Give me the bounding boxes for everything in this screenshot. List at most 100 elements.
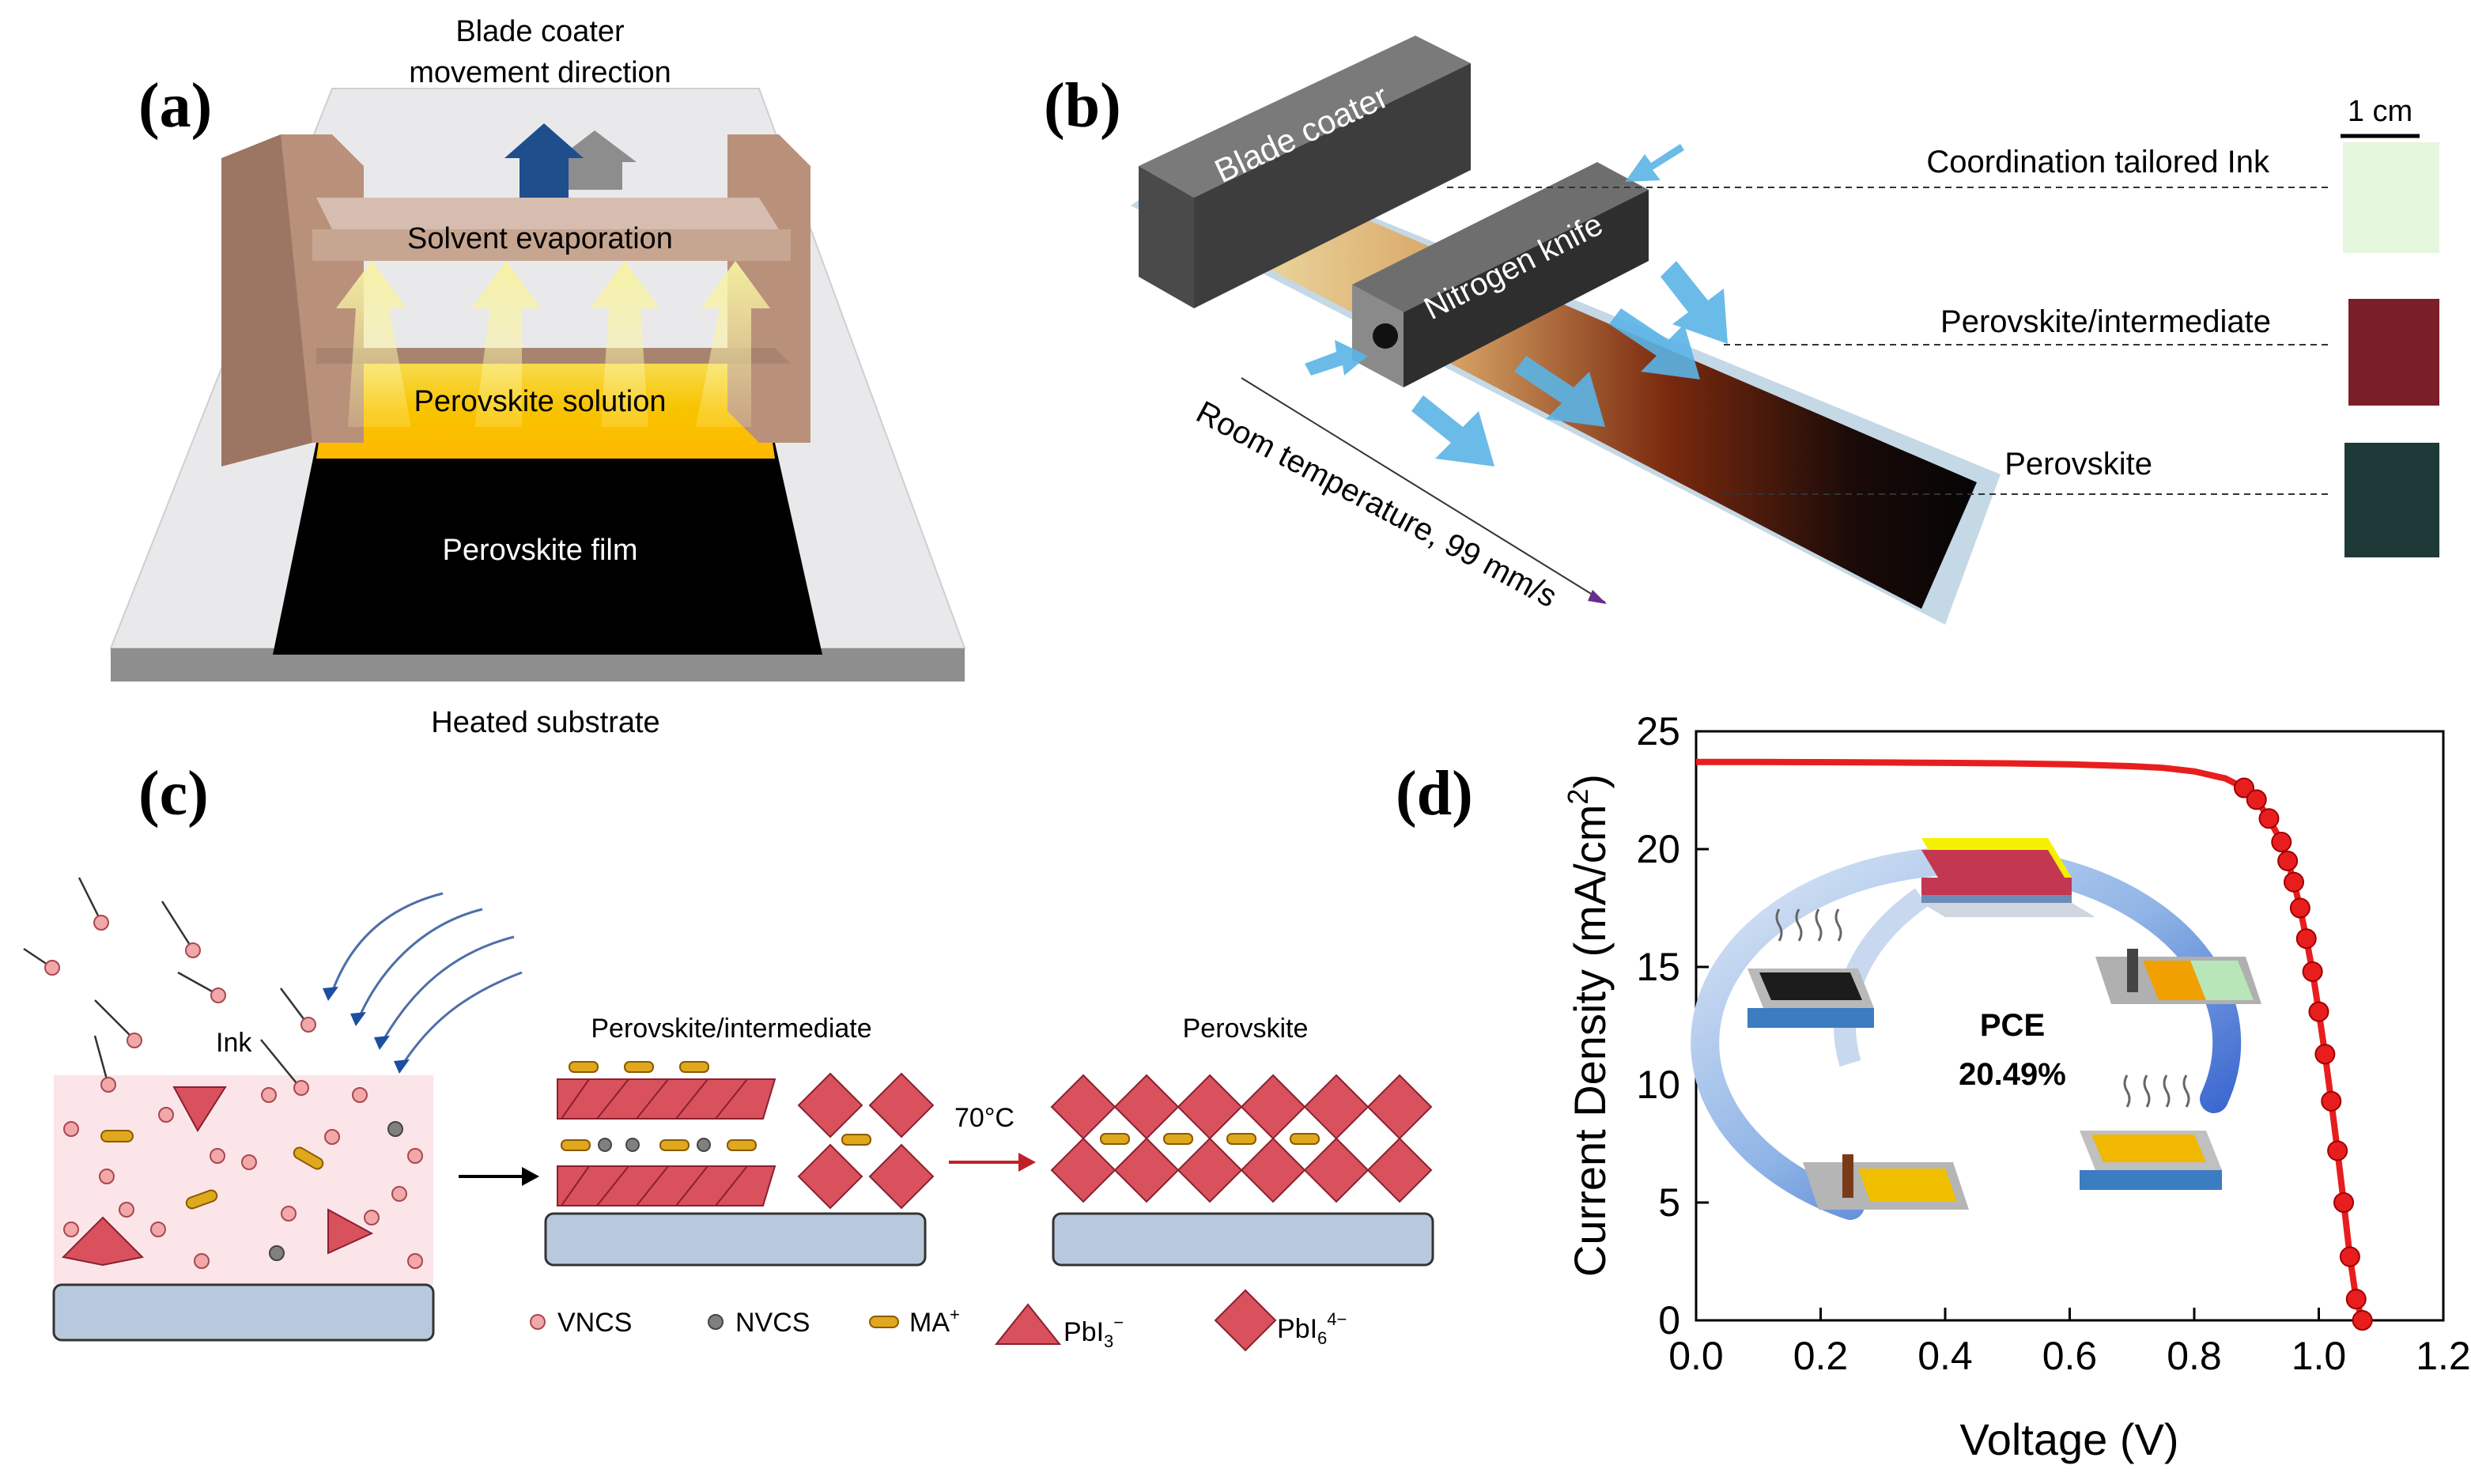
- jv-data-point: [2234, 777, 2254, 799]
- blade-lower-bar: [316, 348, 791, 364]
- jv-series-line: [1696, 758, 2366, 1322]
- vncs-legend-icon: [530, 1314, 546, 1330]
- jv-data-point: [2352, 1310, 2373, 1331]
- nitrogen-knife-side: [1404, 190, 1649, 387]
- annealing-arrow-head-icon: [1018, 1153, 1036, 1172]
- y-tick-label: 5: [1658, 1180, 1680, 1225]
- y-tick-label: 15: [1636, 945, 1680, 989]
- room-temperature-speed-label: Room temperature, 99 mm/s: [1191, 395, 1562, 614]
- perovskite-solution-label: Perovskite solution: [414, 385, 667, 418]
- pbi6-legend-label: PbI64−: [1277, 1309, 1347, 1348]
- jv-data-point: [2277, 850, 2299, 871]
- ma-legend-label: MA+: [909, 1305, 960, 1338]
- jv-data-point: [2246, 789, 2267, 810]
- pce-value: 20.49%: [1959, 1057, 2066, 1092]
- y-tick-label: 0: [1658, 1298, 1680, 1342]
- y-tick-label: 20: [1636, 827, 1680, 871]
- motion-direction-arrowhead-icon: [1588, 590, 1607, 604]
- jv-data-point: [2321, 1090, 2342, 1112]
- intermediate-swatch: [2348, 299, 2439, 406]
- substrate-stage-icon: [1803, 1154, 1969, 1210]
- intermediate-label: Perovskite/intermediate: [1940, 304, 2271, 339]
- process-cycle-inset: PCE 20.49%: [1691, 838, 2261, 1220]
- x-tick-label: 0.0: [1668, 1334, 1724, 1378]
- jv-data-point: [2308, 1001, 2329, 1022]
- perovskite-film: [273, 443, 822, 655]
- jv-data-point: [2302, 961, 2323, 982]
- nitrogen-inlet-icon: [1373, 323, 1398, 349]
- gas-flow-arrowheads-icon: [323, 987, 410, 1074]
- coating-stage-icon: [2095, 949, 2261, 1004]
- intermediate-substrate: [544, 1212, 927, 1267]
- jv-data-point: [2289, 897, 2310, 919]
- x-tick-label: 0.2: [1793, 1334, 1849, 1378]
- heated-substrate-side: [111, 648, 965, 682]
- scale-bar-label: 1 cm: [2348, 95, 2412, 128]
- blade-direction-title-line1: Blade coater: [455, 15, 625, 48]
- x-tick-label: 0.6: [2042, 1334, 2098, 1378]
- panel-c-label: (c): [138, 759, 209, 829]
- evaporation-arrows: [336, 261, 770, 427]
- panel-d-label: (d): [1396, 759, 1473, 829]
- panel-b: (b) Blade coater Nitrogen knife Room tem…: [1044, 36, 2439, 625]
- jv-data-point: [2339, 1246, 2360, 1267]
- x-tick-label: 1.2: [2416, 1334, 2471, 1378]
- blade-coater-side: [1194, 63, 1471, 308]
- pbi3-legend-label: PbI3−: [1064, 1312, 1124, 1351]
- panel-a-label: (a): [138, 71, 212, 141]
- y-axis-title: Current Density (mA/cm2): [1562, 774, 1615, 1277]
- panel-c: (c) Ink: [23, 759, 1434, 1352]
- blade-crossbar-top: [316, 198, 779, 229]
- pbi3-legend-icon: [994, 1303, 1062, 1345]
- annealing-temperature-label: 70°C: [954, 1103, 1014, 1133]
- panel-b-label: (b): [1044, 71, 1121, 141]
- vncs-legend-label: VNCS: [557, 1308, 632, 1338]
- hotplate-icon-1: [1747, 908, 1874, 1028]
- intermediate-layers: [557, 1061, 935, 1210]
- perovskite-solution: [316, 348, 775, 459]
- device-stack-icon: [1921, 838, 2095, 917]
- blade-coater-top: [1139, 36, 1471, 198]
- perovskite-label: Perovskite: [2004, 447, 2152, 481]
- jv-curve: [1696, 758, 2373, 1331]
- ink-species: [61, 1086, 423, 1269]
- ma-legend-icon: [869, 1316, 899, 1328]
- hotplate-icon-2: [2080, 1074, 2222, 1190]
- jv-data-point: [2314, 1044, 2336, 1065]
- blade-crossbar: [312, 229, 791, 261]
- pbi6-legend-icon: [1214, 1289, 1277, 1352]
- escaping-molecules: [23, 877, 316, 1096]
- perovskite-swatch: [2344, 443, 2439, 557]
- nvcs-legend-icon: [708, 1314, 724, 1330]
- process-arrow-1-head-icon: [522, 1167, 539, 1186]
- jv-data-point: [2271, 832, 2292, 853]
- jv-data-point: [2345, 1289, 2367, 1310]
- movement-arrow-icon: [504, 123, 584, 199]
- perovskite-substrate: [1052, 1212, 1434, 1267]
- perovskite-film-label: Perovskite film: [442, 534, 637, 567]
- ink-substrate: [52, 1283, 435, 1342]
- x-tick-label: 0.4: [1917, 1334, 1973, 1378]
- movement-arrow-back-icon: [554, 130, 637, 190]
- y-tick-label: 25: [1636, 709, 1680, 753]
- jv-data-point: [2258, 808, 2280, 829]
- gas-flow-curves: [331, 892, 523, 1064]
- perovskite-cations: [1100, 1133, 1320, 1145]
- motion-direction-line: [1241, 377, 1606, 603]
- nitrogen-flow-arrows: [1305, 144, 1728, 466]
- jv-data-point: [2295, 928, 2317, 950]
- solvent-evaporation-label: Solvent evaporation: [407, 222, 673, 255]
- ink-label-c: Ink: [216, 1028, 252, 1058]
- nitrogen-knife-top: [1352, 162, 1649, 312]
- x-tick-label: 0.8: [2167, 1334, 2222, 1378]
- blade-direction-title-line2: movement direction: [409, 56, 671, 89]
- heated-substrate-label: Heated substrate: [431, 706, 659, 739]
- jv-data-point: [2284, 871, 2304, 893]
- intermediate-label-c: Perovskite/intermediate: [591, 1014, 871, 1044]
- jv-data-point: [2333, 1192, 2354, 1213]
- jv-data-point: [2327, 1140, 2348, 1161]
